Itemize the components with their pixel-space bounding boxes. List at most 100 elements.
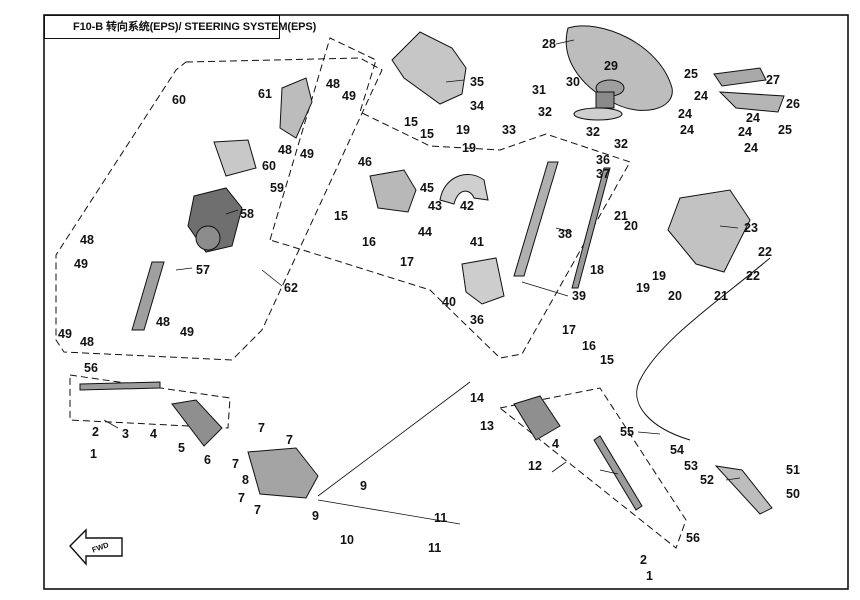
- callout-61: 61: [258, 87, 272, 101]
- callout-32: 32: [538, 105, 552, 119]
- steering-column-group-outline: [55, 57, 383, 361]
- steering-shaft: [571, 167, 611, 289]
- callout-56: 56: [686, 531, 700, 545]
- callout-7: 7: [254, 503, 261, 517]
- leader-62: [261, 269, 283, 287]
- callout-60: 60: [262, 159, 276, 173]
- column-tube-group-outline: [269, 37, 631, 359]
- callout-24: 24: [680, 123, 694, 137]
- callout-49: 49: [300, 147, 314, 161]
- callout-62: 62: [284, 281, 298, 295]
- callout-60: 60: [172, 93, 186, 107]
- tie-rod-right-outline: [498, 387, 687, 549]
- callout-1: 1: [646, 569, 653, 583]
- callout-15: 15: [600, 353, 614, 367]
- callout-32: 32: [586, 125, 600, 139]
- leader-23: [719, 225, 739, 229]
- callout-31: 31: [532, 83, 546, 97]
- diagram-title: F10-B 转向系统(EPS)/ STEERING SYSTEM(EPS): [44, 15, 316, 39]
- leader-58: [225, 209, 239, 215]
- callout-20: 20: [668, 289, 682, 303]
- callout-46: 46: [358, 155, 372, 169]
- callout-27: 27: [766, 73, 780, 87]
- steering-trim-cover: [713, 67, 767, 87]
- callout-8: 8: [242, 473, 249, 487]
- eps-motor-end: [195, 225, 221, 251]
- callout-9: 9: [360, 479, 367, 493]
- sheet-border: [43, 14, 849, 590]
- callout-39: 39: [572, 289, 586, 303]
- parts: [69, 25, 785, 566]
- callout-50: 50: [786, 487, 800, 501]
- eps-mount-plate: [213, 139, 257, 177]
- callout-18: 18: [590, 263, 604, 277]
- callout-15: 15: [404, 115, 418, 129]
- callout-30: 30: [566, 75, 580, 89]
- assembly-outlines: [55, 37, 687, 549]
- callout-49: 49: [180, 325, 194, 339]
- callout-24: 24: [738, 125, 752, 139]
- callout-45: 45: [420, 181, 434, 195]
- callout-54: 54: [670, 443, 684, 457]
- callout-49: 49: [58, 327, 72, 341]
- callout-59: 59: [270, 181, 284, 195]
- forward-arrow-icon: [69, 528, 123, 566]
- callout-2: 2: [92, 425, 99, 439]
- callout-23: 23: [744, 221, 758, 235]
- callout-25: 25: [778, 123, 792, 137]
- rack-boot-left: [171, 399, 223, 447]
- callout-1: 1: [90, 447, 97, 461]
- callout-36: 36: [596, 153, 610, 167]
- leader-3: [103, 419, 119, 429]
- callout-51: 51: [786, 463, 800, 477]
- callout-24: 24: [694, 89, 708, 103]
- callout-32: 32: [614, 137, 628, 151]
- callout-22: 22: [746, 269, 760, 283]
- callout-56: 56: [84, 361, 98, 375]
- callout-17: 17: [562, 323, 576, 337]
- callout-15: 15: [420, 127, 434, 141]
- callout-20: 20: [624, 219, 638, 233]
- callout-19: 19: [462, 141, 476, 155]
- callout-58: 58: [240, 207, 254, 221]
- callout-5: 5: [178, 441, 185, 455]
- callout-48: 48: [80, 335, 94, 349]
- leader-52: [725, 477, 741, 481]
- callout-14: 14: [470, 391, 484, 405]
- callout-7: 7: [258, 421, 265, 435]
- callout-57: 57: [196, 263, 210, 277]
- leader-38: [555, 227, 573, 233]
- callout-13: 13: [480, 419, 494, 433]
- callout-36: 36: [470, 313, 484, 327]
- callout-35: 35: [470, 75, 484, 89]
- callout-38: 38: [558, 227, 572, 241]
- tilt-cable: [636, 257, 771, 441]
- tie-rod-right: [593, 435, 643, 511]
- callout-leaders: [175, 39, 741, 481]
- group-leaders: [103, 269, 569, 525]
- callout-52: 52: [700, 473, 714, 487]
- callout-12: 12: [528, 459, 542, 473]
- column-mount-bracket: [369, 169, 417, 213]
- callout-48: 48: [278, 143, 292, 157]
- callout-21: 21: [614, 209, 628, 223]
- tie-rod-left: [79, 381, 161, 391]
- column-cover-upper: [391, 31, 467, 105]
- callout-6: 6: [204, 453, 211, 467]
- callout-41: 41: [470, 235, 484, 249]
- callout-2: 2: [640, 553, 647, 567]
- column-bracket: [439, 174, 489, 205]
- callout-55: 55: [620, 425, 634, 439]
- callout-48: 48: [326, 77, 340, 91]
- eps-upper-bracket: [279, 77, 313, 139]
- callout-21: 21: [714, 289, 728, 303]
- callout-19: 19: [652, 269, 666, 283]
- leader-28: [555, 39, 575, 45]
- leader-rack-right: [317, 381, 471, 497]
- callout-11: 11: [434, 511, 447, 525]
- callout-34: 34: [470, 99, 484, 113]
- callout-26: 26: [786, 97, 800, 111]
- leader-39: [521, 281, 569, 297]
- leader-12: [551, 461, 567, 473]
